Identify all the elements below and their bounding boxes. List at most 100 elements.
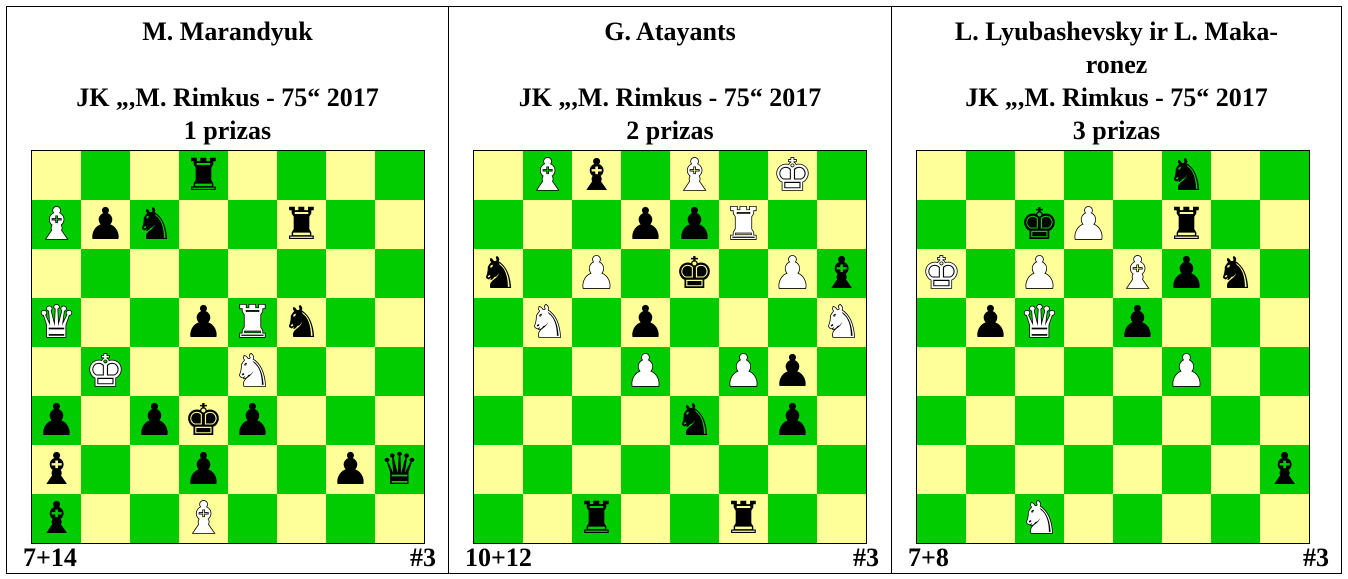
square-g4: ♟ (768, 347, 817, 396)
white-knight-icon: ♞ (1020, 494, 1059, 543)
square-e4 (670, 347, 719, 396)
square-e4: ♞ (228, 347, 277, 396)
black-pawn-icon: ♟ (1118, 298, 1157, 347)
square-a6: ♚ (917, 249, 966, 298)
square-e6 (228, 249, 277, 298)
square-b1 (81, 494, 130, 543)
author: L. Lyubashevsky ir L. Maka- (892, 15, 1341, 48)
square-c3 (1015, 396, 1064, 445)
square-d8 (621, 151, 670, 200)
square-e1 (228, 494, 277, 543)
white-bishop-icon: ♝ (675, 151, 714, 200)
square-g2 (768, 445, 817, 494)
square-c6 (130, 249, 179, 298)
square-d3 (621, 396, 670, 445)
square-d2: ♟ (179, 445, 228, 494)
square-f6 (277, 249, 326, 298)
square-b6 (966, 249, 1015, 298)
problems-table: M. Marandyuk JK „,M. Rimkus - 75“ 2017 1… (6, 6, 1342, 574)
square-a3 (917, 396, 966, 445)
square-h3 (375, 396, 424, 445)
black-knight-icon: ♞ (1216, 249, 1255, 298)
author-continued: ronez (892, 48, 1341, 81)
square-f6: ♟ (1162, 249, 1211, 298)
black-king-icon: ♚ (184, 396, 223, 445)
square-e2 (670, 445, 719, 494)
square-c2 (130, 445, 179, 494)
square-f8: ♞ (1162, 151, 1211, 200)
square-c7: ♞ (130, 200, 179, 249)
square-c8 (1015, 151, 1064, 200)
square-c6: ♟ (1015, 249, 1064, 298)
square-h1 (817, 494, 866, 543)
square-f4 (277, 347, 326, 396)
square-e8 (1113, 151, 1162, 200)
problem-cell-2: G. Atayants JK „,M. Rimkus - 75“ 2017 2 … (449, 7, 892, 573)
square-c5 (130, 298, 179, 347)
square-f7: ♜ (277, 200, 326, 249)
square-h6 (375, 249, 424, 298)
square-h8 (375, 151, 424, 200)
square-h4 (817, 347, 866, 396)
white-rook-icon: ♜ (233, 298, 272, 347)
square-h5 (1260, 298, 1309, 347)
square-b7 (523, 200, 572, 249)
square-h3 (817, 396, 866, 445)
square-c1 (130, 494, 179, 543)
problem-cell-1: M. Marandyuk JK „,M. Rimkus - 75“ 2017 1… (7, 7, 449, 573)
square-e3 (1113, 396, 1162, 445)
square-c2 (1015, 445, 1064, 494)
square-d1: ♝ (179, 494, 228, 543)
square-e6: ♚ (670, 249, 719, 298)
square-b7 (966, 200, 1015, 249)
black-pawn-icon: ♟ (37, 396, 76, 445)
white-pawn-icon: ♟ (1069, 200, 1108, 249)
black-pawn-icon: ♟ (773, 396, 812, 445)
square-b8 (81, 151, 130, 200)
square-h1 (375, 494, 424, 543)
square-c8 (130, 151, 179, 200)
square-g2: ♟ (326, 445, 375, 494)
square-a4 (32, 347, 81, 396)
square-f2 (1162, 445, 1211, 494)
black-bishop-icon: ♝ (37, 445, 76, 494)
square-h5 (375, 298, 424, 347)
white-pawn-icon: ♟ (724, 347, 763, 396)
square-h7 (375, 200, 424, 249)
square-d1 (621, 494, 670, 543)
square-b3 (81, 396, 130, 445)
square-b2 (966, 445, 1015, 494)
author-continued (449, 48, 891, 81)
square-c3: ♟ (130, 396, 179, 445)
square-b2 (523, 445, 572, 494)
square-b5: ♟ (966, 298, 1015, 347)
square-e8 (228, 151, 277, 200)
piece-count: 7+8 (908, 543, 949, 573)
square-a8 (32, 151, 81, 200)
square-h7 (817, 200, 866, 249)
black-pawn-icon: ♟ (1167, 249, 1206, 298)
problem-heading: L. Lyubashevsky ir L. Maka- ronez JK „,M… (892, 15, 1341, 147)
square-g2 (1211, 445, 1260, 494)
square-e6: ♝ (1113, 249, 1162, 298)
square-b5: ♞ (523, 298, 572, 347)
square-d2 (1064, 445, 1113, 494)
square-f1: ♜ (719, 494, 768, 543)
square-f6 (719, 249, 768, 298)
square-a2 (917, 445, 966, 494)
award: 2 prizas (449, 114, 891, 147)
square-h5: ♞ (817, 298, 866, 347)
black-queen-icon: ♛ (380, 445, 419, 494)
square-a2 (474, 445, 523, 494)
square-f3 (719, 396, 768, 445)
square-h8 (817, 151, 866, 200)
square-d7: ♟ (621, 200, 670, 249)
square-g3 (326, 396, 375, 445)
square-e5 (670, 298, 719, 347)
square-h4 (375, 347, 424, 396)
square-e5: ♜ (228, 298, 277, 347)
square-a7: ♝ (32, 200, 81, 249)
white-bishop-icon: ♝ (1118, 249, 1157, 298)
square-g8 (1211, 151, 1260, 200)
award: 1 prizas (7, 114, 448, 147)
